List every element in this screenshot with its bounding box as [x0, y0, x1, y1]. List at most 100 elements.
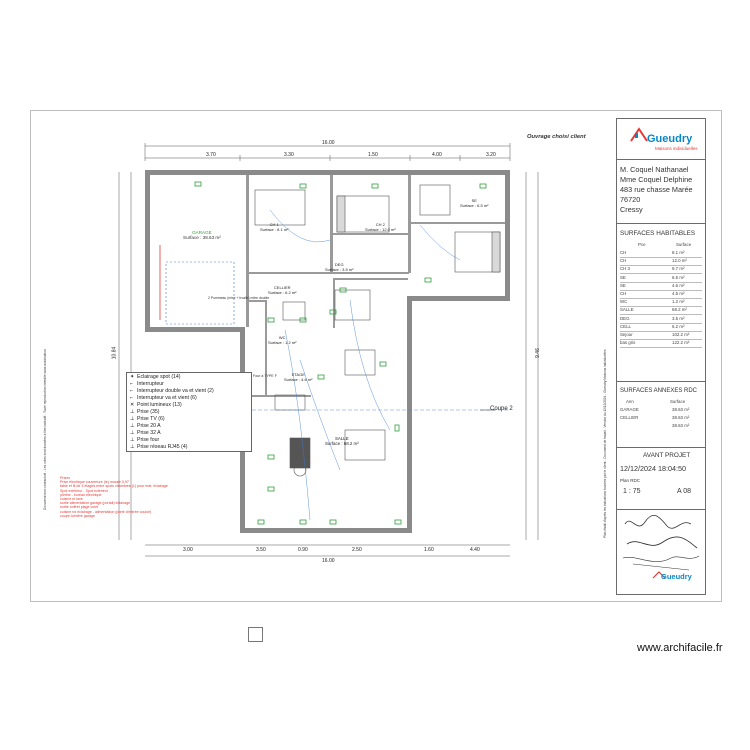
client-name: M. Coquel Nathanael [620, 165, 689, 174]
logo-tagline: Maisons individuelles [655, 146, 698, 151]
room-label-ch1: CH 1 Surface : 8.1 m² [260, 222, 288, 232]
logo-brand: Gueudry [647, 133, 693, 145]
light-point-icon: ✕ [130, 402, 135, 408]
legend-item: ✦Eclairage spot (14) [130, 374, 181, 380]
side-text-left: Document non contractuel - Les cotes son… [43, 349, 47, 510]
dim-right-total: 9.46 [534, 348, 541, 358]
electrical-markers [194, 181, 487, 525]
dim-top-part: 1.50 [368, 152, 378, 158]
site-watermark: www.archifacile.fr [637, 642, 723, 654]
room-label-se: SE Surface : 6.5 m² [460, 198, 488, 208]
room-area: Surface : 12.0 m² [365, 227, 396, 232]
room-area: Surface : 4.6 m² [284, 377, 313, 382]
room-area: Surface : 68.2 m² [325, 441, 359, 446]
room-name: CH 2 [375, 222, 385, 227]
note-line: cuisine et lave [60, 497, 83, 502]
note-line: plinthe - bureau électrique [60, 492, 102, 497]
dim-top-part: 3.30 [284, 152, 294, 158]
section-title: SURFACES HABITABLES [620, 230, 696, 237]
room-label-salle: SALLE Surface : 68.2 m² [325, 436, 359, 446]
dimension-lines [118, 143, 539, 557]
legend-item: ✕Point lumineux (13) [130, 402, 182, 408]
plan-label: Plan RDC [620, 478, 641, 483]
legend-item: ⊥Prise four [130, 437, 160, 443]
legend-item: ⊥Prise 32 A [130, 430, 161, 436]
dim-bottom-part: 2.50 [352, 547, 362, 553]
legend-item: ⌐Interrupteur double va et vient (2) [130, 388, 214, 394]
red-notes: Prises Prise électrique couverture (le) … [60, 476, 168, 518]
legend-item: ⊥Prise (35) [130, 409, 160, 415]
legend-item: ⊥Prise 20 A [130, 423, 161, 429]
room-area: Surface : 1.2 m² [268, 340, 297, 345]
room-name: SE [471, 198, 477, 203]
dim-bottom-part: 0.90 [298, 547, 308, 553]
dim-top-part: 3.20 [486, 152, 496, 158]
socket-icon: ⊥ [130, 437, 135, 443]
annotation-oven: Four a TYPE F [253, 374, 277, 378]
drawing-header-title: Ouvrage choisi client [527, 134, 586, 140]
signature-section: Gueudry [617, 509, 705, 595]
spot-icon: ✦ [130, 374, 135, 380]
room-area: Surface : 8.1 m² [260, 227, 289, 232]
dim-bottom-total: 16.00 [322, 558, 335, 564]
client-address: 483 rue chasse Marée [620, 185, 693, 194]
electrical-legend: ✦Eclairage spot (14) ⌐Interrupteur ⌐Inte… [126, 372, 252, 452]
room-name: ETAGE [291, 372, 305, 377]
dim-left-total: 10.84 [111, 346, 118, 360]
house-logo-icon [630, 127, 648, 142]
room-label-deg: DEG Surface : 3.5 m² [325, 262, 353, 272]
side-text-right: Plan établi d'après les indications four… [603, 349, 607, 538]
note-line: cuisine roi éclairage - alimentation (po… [60, 509, 152, 514]
room-label-etage: ETAGE Surface : 4.6 m² [284, 372, 312, 382]
legend-item: ⊥Prise réseau RJ45 (4) [130, 444, 188, 450]
section-title: SURFACES ANNEXES RDC [620, 388, 698, 394]
room-area: Surface : 6.2 m² [268, 290, 297, 295]
logo-brand-small: Gueudry [661, 572, 692, 581]
handwritten-signatures [622, 514, 700, 579]
dim-top-part: 4.00 [432, 152, 442, 158]
annotation-pac: 2 Pommeau (mixe + trvalle) mitre double [208, 296, 270, 300]
project-section: AVANT PROJET 12/12/2024 18:04:50 Plan RD… [617, 447, 705, 510]
room-name: DEG [334, 262, 344, 267]
room-name: WC [278, 335, 286, 340]
title-block: Gueudry Maisons individuelles M. Coquel … [616, 118, 706, 595]
cut-label: Coupe 2 [490, 406, 513, 412]
dim-top-total: 16.00 [322, 140, 335, 146]
room-area: Surface : 38.63 m² [183, 235, 221, 240]
room-label-ch2: CH 2 Surface : 12.0 m² [365, 222, 396, 232]
legend-item: ⌐Interrupteur [130, 381, 164, 387]
legend-item: ⊥Prise TV (6) [130, 416, 165, 422]
switch-icon: ⌐ [130, 388, 134, 394]
socket-icon: ⊥ [130, 409, 135, 415]
checkbox[interactable] [248, 627, 263, 642]
dim-bottom-part: 4.40 [470, 547, 480, 553]
dim-top-part: 3.70 [206, 152, 216, 158]
legend-item: ⌐Interrupteur va et vient (6) [130, 395, 197, 401]
interior-walls [246, 175, 505, 397]
socket-icon: ⊥ [130, 423, 135, 429]
garage-car-zone [159, 245, 235, 325]
room-name: CH 1 [269, 222, 279, 227]
note-line: coupe-lumière garage [60, 513, 95, 518]
dim-bottom-part: 3.00 [183, 547, 193, 553]
project-phase: AVANT PROJET [643, 452, 691, 459]
dim-bottom-part: 1.60 [424, 547, 434, 553]
room-label-cellier: CELLIER Surface : 6.2 m² [268, 285, 296, 295]
switch-icon: ⌐ [130, 395, 134, 401]
dim-bottom-part: 3.50 [256, 547, 266, 553]
note-line: table et lit de 3 étages entre spots cha… [60, 484, 168, 489]
client-postcode: 76720 [620, 195, 641, 204]
